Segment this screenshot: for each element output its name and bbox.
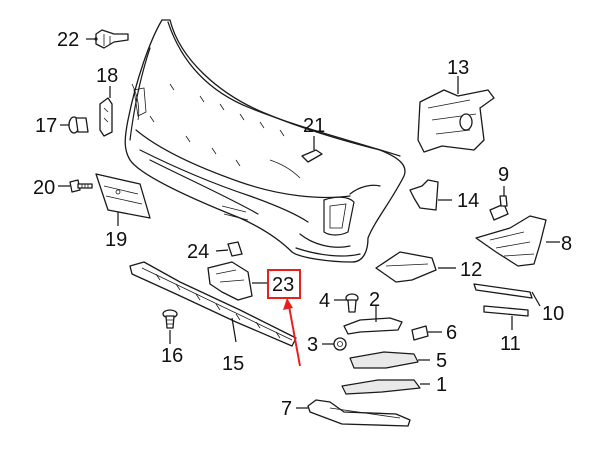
callout-10: 10 [542, 303, 564, 325]
callout-20: 20 [33, 177, 55, 199]
callout-11: 11 [500, 333, 521, 355]
callout-16: 16 [161, 345, 183, 367]
highlight-box [267, 269, 301, 299]
part-21-cap [301, 136, 323, 163]
part-24-clip [215, 241, 243, 257]
part-10-trim-strip [473, 283, 541, 307]
part-11-trim-strip [483, 305, 529, 330]
part-2-bracket [343, 306, 403, 335]
part-23-bracket [207, 261, 268, 301]
callout-9: 9 [498, 164, 509, 186]
callout-4: 4 [319, 290, 330, 312]
part-20-bolt [58, 179, 93, 193]
callout-6: 6 [446, 322, 457, 344]
callout-3: 3 [307, 334, 318, 356]
part-22-bracket [86, 29, 129, 49]
callout-17: 17 [35, 115, 57, 137]
callout-21: 21 [303, 115, 325, 137]
callout-24: 24 [187, 241, 209, 263]
part-16-bolt [162, 309, 178, 344]
highlight-23 [267, 269, 301, 367]
callout-1: 1 [436, 374, 447, 396]
part-5-molding [349, 351, 430, 369]
callout-5: 5 [436, 350, 447, 372]
callout-7: 7 [281, 398, 292, 420]
callout-22: 22 [57, 29, 79, 51]
part-15-reinforcement [129, 261, 297, 347]
part-17-push-clip [60, 116, 89, 134]
part-3-clip [322, 337, 347, 351]
callout-19: 19 [105, 229, 127, 251]
part-9-bolt [489, 186, 509, 221]
part-12-cover [375, 251, 456, 283]
part-18-clip [99, 86, 113, 137]
part-8-bezel [475, 215, 560, 267]
highlight-arrow-head [283, 298, 293, 310]
callout-14: 14 [457, 190, 479, 212]
part-13-side-bracket [417, 76, 495, 153]
part-6-bolt [411, 325, 442, 341]
callout-23: 23 [272, 274, 294, 296]
part-4-screw [334, 293, 359, 313]
callout-15: 15 [222, 353, 244, 375]
callout-13: 13 [447, 57, 469, 79]
callout-8: 8 [561, 233, 572, 255]
part-19-license-bracket [95, 173, 151, 226]
part-14-bracket [409, 179, 452, 211]
callout-2: 2 [369, 289, 380, 311]
part-7-molding [296, 399, 411, 427]
bumper-cover [124, 19, 406, 263]
callout-18: 18 [96, 65, 118, 87]
callout-labels: 1 2 3 4 5 6 7 8 9 10 11 12 13 14 15 16 1… [33, 29, 572, 420]
callout-12: 12 [460, 259, 482, 281]
part-1-molding [341, 379, 430, 395]
highlight-arrow-shaft [288, 305, 301, 367]
